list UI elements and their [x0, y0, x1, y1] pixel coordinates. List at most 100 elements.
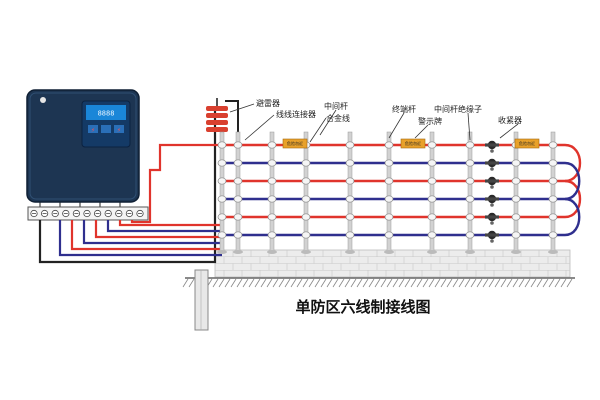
middle-pole	[267, 131, 277, 254]
svg-text:危险勿近: 危险勿近	[405, 140, 421, 146]
middle-pole	[345, 131, 355, 254]
tensioner-icon	[485, 194, 499, 207]
insulator-icon	[465, 141, 475, 149]
insulator-icon	[427, 159, 437, 167]
insulator-icon	[427, 231, 437, 239]
insulator-icon	[217, 231, 227, 239]
fence-posts	[217, 131, 558, 254]
terminal-screw-icon	[51, 209, 59, 218]
insulator-icon	[233, 159, 243, 167]
insulator-icon	[217, 159, 227, 167]
controller-led-icon	[40, 97, 46, 103]
controller-button-icon	[88, 125, 98, 133]
insulator-icon	[267, 177, 277, 185]
tensioner-icon	[485, 212, 499, 225]
label-wire-connector: 线线连接器	[276, 109, 316, 119]
insulator-icon	[511, 159, 521, 167]
insulator-icon	[233, 141, 243, 149]
terminal-screw-icon	[40, 209, 49, 218]
insulator-icon	[345, 213, 355, 221]
middle-pole	[427, 131, 437, 254]
tensioner-icon	[485, 176, 499, 189]
insulator-icon	[233, 195, 243, 203]
controller-screen	[86, 105, 126, 120]
terminal-screw-icon	[72, 209, 81, 218]
svg-text:危险勿近: 危险勿近	[519, 140, 535, 146]
insulator-icon	[427, 177, 437, 185]
insulator-icon	[548, 141, 558, 149]
insulator-icon	[548, 231, 558, 239]
insulator-icon	[301, 195, 311, 203]
insulator-icon	[427, 195, 437, 203]
insulator-icon	[465, 195, 475, 203]
insulator-icon	[301, 159, 311, 167]
terminal-screw-icon	[83, 209, 91, 218]
insulator-icon	[548, 159, 558, 167]
insulator-icon	[384, 177, 394, 185]
insulator-icon	[465, 231, 475, 239]
label-surge-protector: 避雷器	[256, 98, 280, 108]
grounding-rod	[194, 269, 209, 331]
terminal-pole	[548, 131, 558, 254]
terminal-screw-icon	[94, 209, 102, 218]
warning-sign: 危险勿近	[514, 138, 540, 149]
terminal-pole	[384, 131, 394, 254]
insulator-icon	[427, 141, 437, 149]
terminal-pole	[233, 131, 243, 254]
surge-protector	[206, 98, 239, 140]
insulator-icon	[267, 213, 277, 221]
svg-text:危险勿近: 危险勿近	[287, 140, 303, 146]
hv-warning-icon: ⚡	[91, 127, 95, 134]
insulator-icon	[217, 177, 227, 185]
controller-unit: 8888 ⚡ ⚡	[26, 89, 140, 203]
insulator-icon	[301, 231, 311, 239]
terminal-strip	[27, 206, 149, 221]
label-middle-pole: 中间杆	[324, 101, 348, 111]
insulator-icon	[384, 159, 394, 167]
insulator-icon	[548, 195, 558, 203]
tensioner-icon	[485, 158, 499, 171]
middle-pole	[511, 131, 521, 254]
tensioner-icon	[485, 140, 499, 153]
insulator-icon	[465, 177, 475, 185]
label-alloy-wire: 合金线	[326, 113, 350, 123]
insulator-icon	[465, 213, 475, 221]
insulator-icon	[345, 231, 355, 239]
insulator-icon	[345, 195, 355, 203]
terminal-screw-icon	[115, 209, 123, 218]
insulator-icon	[233, 213, 243, 221]
middle-pole	[465, 131, 475, 254]
fence-wires	[222, 143, 582, 237]
insulator-icon	[267, 195, 277, 203]
insulator-icon	[384, 213, 394, 221]
insulator-icon	[217, 195, 227, 203]
insulator-icon	[511, 195, 521, 203]
insulator-icon	[217, 141, 227, 149]
insulator-icon	[233, 177, 243, 185]
insulator-icon	[548, 177, 558, 185]
insulator-icon	[427, 213, 437, 221]
insulator-icon	[384, 141, 394, 149]
insulator-icon	[511, 213, 521, 221]
terminal-screw-icon	[104, 209, 112, 218]
terminal-screw-icon	[62, 209, 70, 218]
controller-button-icon	[101, 125, 111, 133]
callout-lines	[229, 103, 519, 143]
insulator-icon	[345, 177, 355, 185]
label-tensioner: 收紧器	[498, 115, 522, 125]
label-warning-sign: 警示牌	[418, 116, 442, 126]
terminal-screw-icon	[136, 209, 144, 218]
insulator-icon	[511, 231, 521, 239]
insulator-icon	[384, 195, 394, 203]
ground	[182, 277, 575, 288]
insulator-icon	[345, 141, 355, 149]
tensioner-icon	[485, 230, 499, 243]
brick-wall	[214, 249, 571, 278]
insulator-icon	[217, 213, 227, 221]
middle-pole	[217, 131, 227, 254]
insulator-icon	[345, 159, 355, 167]
controller-button-icon	[114, 125, 124, 133]
controller-readout: 8888	[98, 110, 115, 118]
insulator-icon	[233, 231, 243, 239]
insulator-icon	[548, 213, 558, 221]
